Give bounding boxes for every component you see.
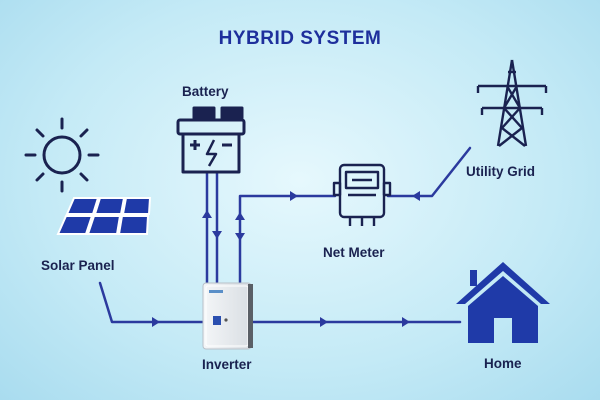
transmission-tower-icon: [476, 59, 548, 147]
line-inverter-to-meter: [238, 194, 337, 286]
arrow-from-meter: [412, 191, 420, 201]
arrow-home-1: [320, 317, 328, 327]
net-meter-label: Net Meter: [323, 245, 385, 260]
diagram-title: HYBRID SYSTEM: [218, 28, 382, 49]
inverter-label: Inverter: [202, 357, 252, 372]
battery-icon: [176, 106, 246, 174]
line-solar-to-inverter: [98, 281, 207, 324]
home-icon: [456, 262, 550, 343]
battery-label: Battery: [182, 84, 229, 99]
solar-panel-label: Solar Panel: [41, 258, 115, 273]
sun-icon: [24, 117, 100, 193]
arrow-inverter-up: [235, 212, 245, 220]
solar-panel-icon: [56, 197, 152, 235]
arrow-battery-up: [202, 210, 212, 218]
arrow-battery-down: [212, 231, 222, 239]
arrow-solar: [152, 317, 160, 327]
arrow-to-meter: [290, 191, 298, 201]
arrow-inverter-down: [235, 233, 245, 241]
line-meter-to-grid: [386, 146, 472, 198]
flow-arrows: [152, 191, 420, 327]
net-meter-icon: [332, 163, 392, 226]
utility-grid-label: Utility Grid: [466, 164, 536, 179]
home-label: Home: [484, 356, 522, 371]
inverter-icon: [202, 282, 253, 350]
connection-lines: [98, 146, 472, 324]
arrow-home-2: [402, 317, 410, 327]
